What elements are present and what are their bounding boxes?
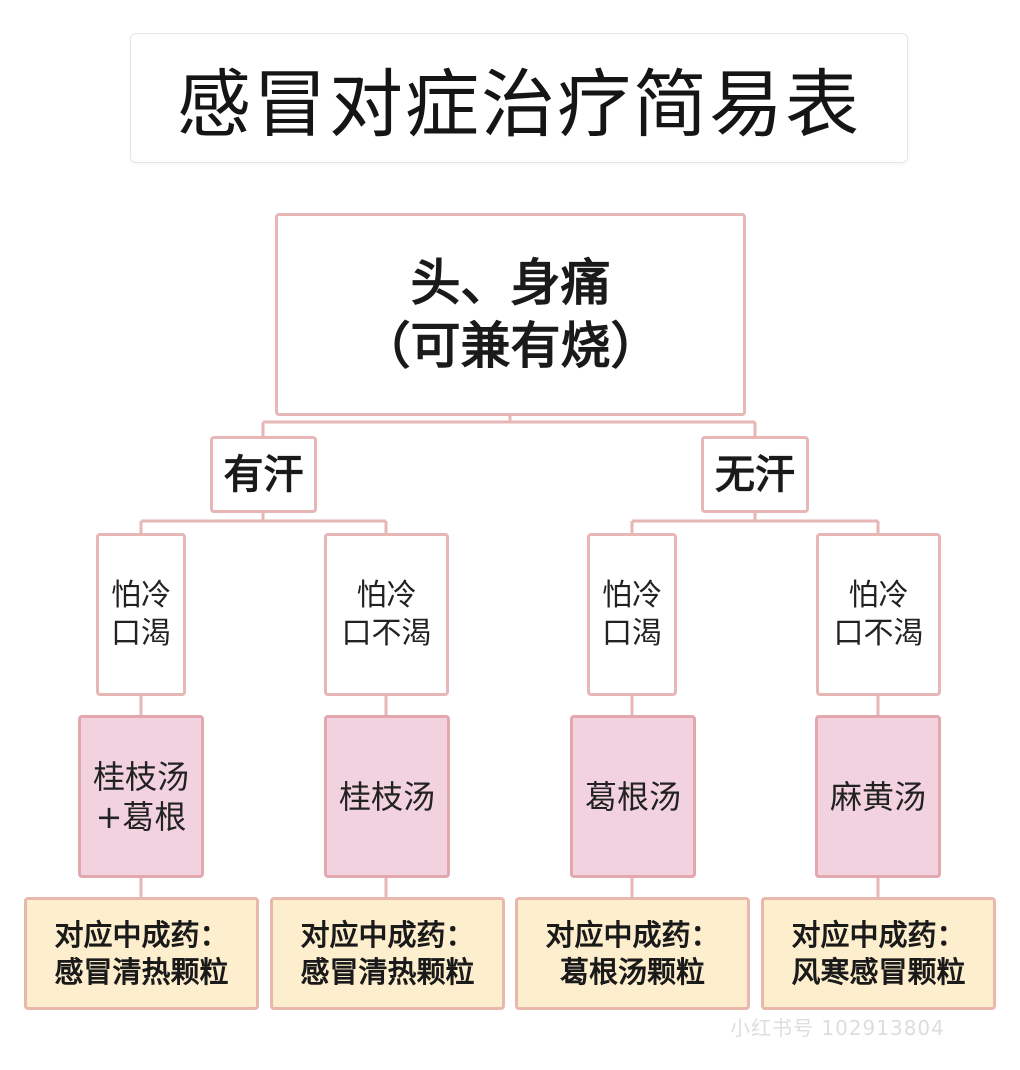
root-line-1: 头、身痛	[410, 254, 611, 312]
symptom-line: 怕冷	[848, 578, 909, 613]
remedy-line: 葛根汤	[584, 777, 681, 816]
medicine-line: 感冒清热颗粒	[300, 954, 475, 989]
remedy-node-1: 桂枝汤 +葛根	[78, 715, 204, 878]
medicine-line: 对应中成药：	[791, 918, 966, 953]
branch-no-sweating: 无汗	[701, 436, 809, 513]
symptom-line: 怕冷	[602, 578, 662, 613]
medicine-line: 对应中成药：	[300, 918, 475, 953]
symptom-line: 口渴	[602, 615, 662, 651]
page-title: 感冒对症治疗简易表	[177, 61, 861, 148]
branch-label: 有汗	[223, 451, 304, 498]
remedy-line: 桂枝汤	[338, 777, 435, 816]
symptom-node-3: 怕冷 口渴	[587, 533, 677, 696]
symptom-line: 口渴	[111, 615, 171, 651]
remedy-line: +葛根	[95, 797, 187, 836]
medicine-line: 感冒清热颗粒	[54, 954, 229, 989]
remedy-node-4: 麻黄汤	[815, 715, 941, 878]
symptom-node-1: 怕冷 口渴	[96, 533, 186, 696]
root-line-2: （可兼有烧）	[360, 316, 661, 375]
medicine-line: 对应中成药：	[545, 918, 720, 953]
symptom-line: 怕冷	[111, 578, 171, 613]
remedy-node-3: 葛根汤	[570, 715, 696, 878]
root-node: 头、身痛 （可兼有烧）	[275, 213, 746, 416]
branch-sweating: 有汗	[210, 436, 317, 513]
medicine-line: 对应中成药：	[54, 918, 229, 953]
watermark: 小红书号 102913804	[730, 1016, 945, 1040]
title-box: 感冒对症治疗简易表	[130, 33, 908, 163]
medicine-node-2: 对应中成药： 感冒清热颗粒	[270, 897, 505, 1010]
symptom-line: 怕冷	[356, 578, 417, 613]
remedy-node-2: 桂枝汤	[324, 715, 450, 878]
remedy-line: 桂枝汤	[92, 757, 189, 796]
medicine-line: 葛根汤颗粒	[559, 954, 705, 989]
symptom-node-4: 怕冷 口不渴	[816, 533, 941, 696]
medicine-node-4: 对应中成药： 风寒感冒颗粒	[761, 897, 996, 1010]
medicine-line: 风寒感冒颗粒	[791, 954, 966, 989]
symptom-line: 口不渴	[833, 615, 924, 651]
branch-label: 无汗	[715, 451, 795, 498]
medicine-node-3: 对应中成药： 葛根汤颗粒	[515, 897, 750, 1010]
symptom-line: 口不渴	[341, 615, 432, 651]
symptom-node-2: 怕冷 口不渴	[324, 533, 449, 696]
medicine-node-1: 对应中成药： 感冒清热颗粒	[24, 897, 259, 1010]
remedy-line: 麻黄汤	[829, 777, 926, 816]
